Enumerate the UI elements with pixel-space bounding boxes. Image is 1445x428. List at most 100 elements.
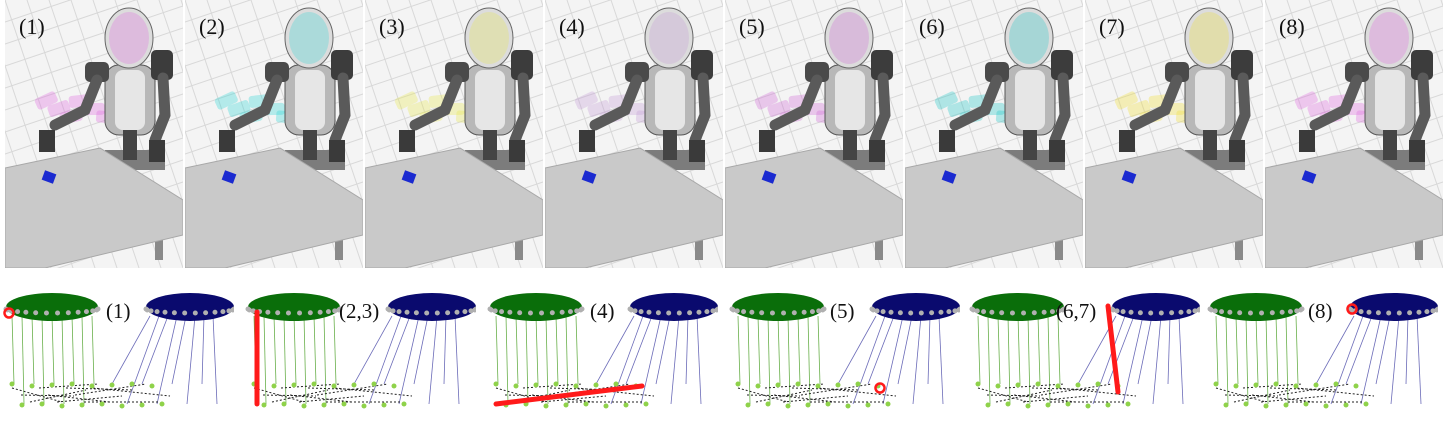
cross-edge bbox=[1233, 389, 1291, 403]
head-ghost bbox=[1009, 12, 1049, 64]
node bbox=[1407, 310, 1413, 316]
grid-line bbox=[1265, 0, 1332, 23]
node bbox=[325, 309, 331, 315]
robot-arm-right bbox=[1409, 72, 1431, 146]
grid-line bbox=[545, 5, 723, 67]
simulation-sequence: (1) (2) (3) (4) (5) (6) (7) (8) bbox=[5, 0, 1443, 268]
grid-line bbox=[365, 0, 432, 23]
node bbox=[1186, 309, 1192, 315]
node bbox=[1049, 309, 1055, 315]
scene-panel-3: (3) bbox=[365, 0, 543, 268]
node bbox=[1212, 308, 1218, 314]
node bbox=[285, 310, 291, 316]
grid-line bbox=[878, 0, 903, 74]
robot-shoulder-right bbox=[1051, 50, 1073, 80]
edge bbox=[283, 315, 287, 405]
node bbox=[226, 308, 232, 314]
edge bbox=[997, 315, 1001, 385]
node bbox=[95, 306, 101, 312]
node bbox=[1065, 401, 1071, 407]
node bbox=[888, 309, 894, 315]
node bbox=[171, 310, 177, 316]
node bbox=[929, 310, 935, 316]
robot-chest bbox=[655, 70, 685, 130]
node bbox=[1227, 309, 1233, 315]
cross-edge bbox=[334, 387, 413, 397]
node bbox=[1009, 310, 1015, 316]
node bbox=[999, 310, 1005, 316]
edge bbox=[368, 315, 402, 405]
grid-line bbox=[185, 0, 318, 45]
node bbox=[687, 310, 693, 316]
ghost-arm-trace bbox=[227, 100, 251, 117]
edge bbox=[625, 315, 653, 385]
edge bbox=[837, 315, 877, 385]
edge bbox=[1122, 315, 1144, 405]
robot-waist bbox=[1203, 130, 1217, 160]
node bbox=[1045, 402, 1051, 408]
node bbox=[203, 310, 209, 316]
node bbox=[1110, 307, 1116, 313]
scene-label: (1) bbox=[19, 14, 45, 39]
grid-line bbox=[1085, 0, 1152, 23]
edge bbox=[787, 315, 791, 405]
edge bbox=[353, 315, 393, 385]
node bbox=[1219, 309, 1225, 315]
node bbox=[513, 383, 519, 389]
cross-edge bbox=[782, 395, 849, 403]
node bbox=[623, 402, 629, 408]
node bbox=[1287, 309, 1293, 315]
node bbox=[795, 381, 801, 387]
node bbox=[1299, 306, 1305, 312]
edge bbox=[757, 315, 761, 385]
node bbox=[424, 310, 430, 316]
left-disk bbox=[248, 293, 340, 321]
blue-object bbox=[941, 170, 957, 184]
node bbox=[59, 403, 65, 409]
node bbox=[749, 309, 755, 315]
blue-object bbox=[1121, 170, 1137, 184]
edge bbox=[1092, 315, 1126, 405]
node bbox=[341, 401, 347, 407]
edge bbox=[640, 315, 662, 405]
robot-arm-left bbox=[1129, 74, 1183, 131]
node bbox=[1313, 382, 1319, 388]
grid-line bbox=[905, 0, 972, 23]
node bbox=[710, 308, 716, 314]
edge bbox=[293, 315, 297, 385]
node bbox=[1293, 383, 1299, 389]
node bbox=[265, 309, 271, 315]
node bbox=[628, 307, 634, 313]
graph-sequence: (1) (2,3) (4) (5) (6,7) (8) bbox=[0, 276, 1445, 428]
node bbox=[79, 402, 85, 408]
cross-edge bbox=[576, 387, 655, 397]
cross-edge bbox=[289, 394, 353, 403]
node bbox=[149, 383, 155, 389]
cross-edge bbox=[818, 387, 897, 397]
node bbox=[39, 401, 45, 407]
graph-panel-4: (5) bbox=[728, 276, 960, 426]
node bbox=[212, 309, 218, 315]
ghost-arm-trace bbox=[934, 91, 958, 110]
node bbox=[390, 308, 396, 314]
gripper-right bbox=[689, 140, 705, 162]
robot-head bbox=[464, 7, 514, 69]
bipartite-graph bbox=[1207, 293, 1438, 409]
edge bbox=[852, 315, 886, 405]
cross-edge bbox=[1215, 387, 1267, 403]
robot-waist bbox=[1023, 130, 1037, 160]
node bbox=[952, 308, 958, 314]
node bbox=[1353, 383, 1359, 389]
cross-edge bbox=[280, 383, 341, 389]
node bbox=[845, 403, 851, 409]
node bbox=[1128, 309, 1134, 315]
cross-edge bbox=[38, 383, 99, 389]
node bbox=[918, 310, 924, 316]
node bbox=[391, 383, 397, 389]
scene-panel-6: (6) bbox=[905, 0, 1083, 268]
edge bbox=[11, 315, 15, 385]
edge bbox=[398, 315, 420, 405]
node bbox=[75, 309, 81, 315]
node bbox=[311, 381, 317, 387]
node bbox=[507, 309, 513, 315]
